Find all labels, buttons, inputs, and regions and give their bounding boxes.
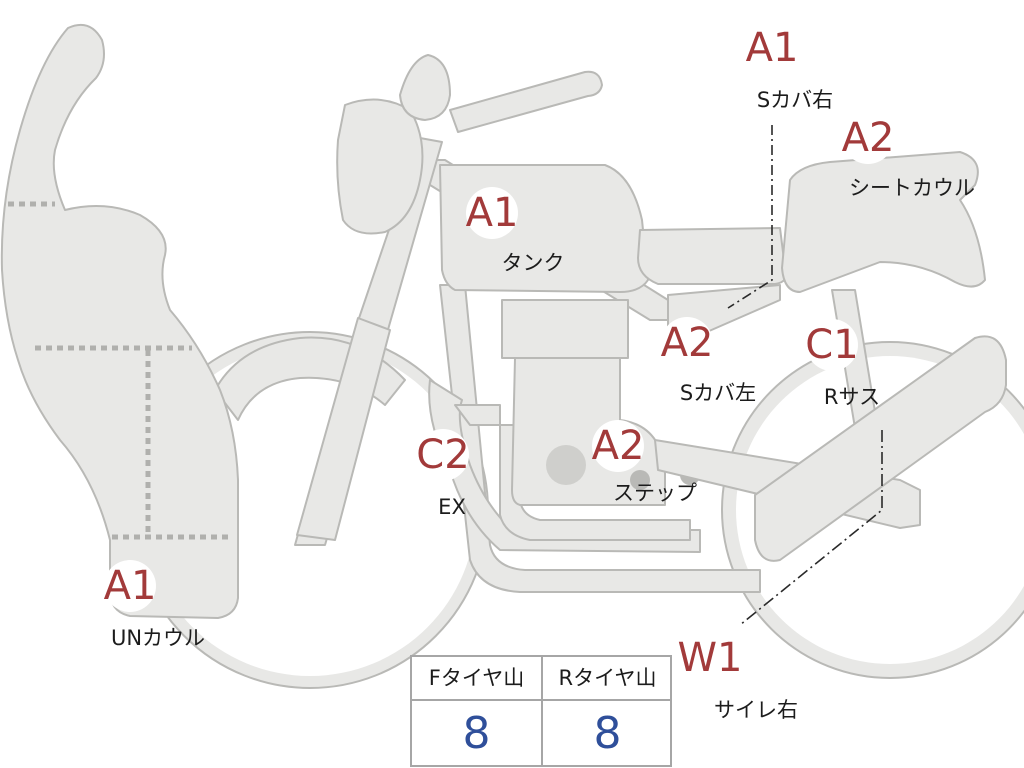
- damage-badges: A1Sカバ右A2シートカウルA1タンクA2Sカバ左C1RサスC2EXA2ステップ…: [104, 22, 975, 722]
- badge-circle: [746, 22, 798, 74]
- tire-tread-table: Fタイヤ山 8 Rタイヤ山 8: [410, 655, 672, 767]
- badge-code: W1: [678, 635, 743, 681]
- mirror: [399, 54, 451, 121]
- badge-code: A2: [592, 423, 645, 469]
- badge-code: A1: [466, 190, 519, 236]
- badge-code: A1: [104, 563, 157, 609]
- badge-label: ステップ: [613, 481, 697, 505]
- front-tire-column: Fタイヤ山 8: [412, 657, 543, 765]
- fairing: [0, 24, 239, 619]
- badge-label: タンク: [502, 251, 565, 275]
- badge-tank: A1 タンク: [466, 187, 565, 275]
- badge-circle: [806, 319, 858, 371]
- badge-circle: [842, 112, 894, 164]
- badge-circle: [104, 560, 156, 612]
- badge-step: A2 ステップ: [592, 420, 697, 505]
- leader-r-sus: [739, 430, 883, 626]
- badge-label: EX: [438, 495, 466, 519]
- silencer: [754, 335, 1007, 562]
- front-tire-value: 8: [462, 708, 491, 759]
- fork-cover: [296, 317, 391, 541]
- engine-head: [501, 299, 629, 359]
- rear-tire-column: Rタイヤ山 8: [543, 657, 672, 765]
- engine-cover-cap: [546, 445, 586, 485]
- badge-code: A1: [746, 25, 799, 71]
- badge-code: A2: [842, 115, 895, 161]
- badge-label: シートカウル: [849, 176, 975, 200]
- handlebar: [449, 70, 603, 133]
- badge-label: サイレ右: [714, 698, 798, 722]
- leader-s-cover-right: [727, 125, 773, 309]
- badge-code: A2: [661, 320, 714, 366]
- frame-lower-rail: [439, 284, 761, 593]
- front-tire-header: Fタイヤ山: [412, 657, 541, 701]
- badge-circle: [592, 420, 644, 472]
- badge-code: C1: [805, 322, 858, 368]
- rear-tire-value: 8: [593, 708, 622, 759]
- badge-code: C2: [416, 432, 469, 478]
- badge-label: UNカウル: [111, 626, 205, 650]
- badge-circle: [417, 429, 469, 481]
- badge-circle: [661, 317, 713, 369]
- rear-tire-header: Rタイヤ山: [543, 657, 672, 701]
- seat-cowl-shape: [781, 151, 986, 293]
- badge-circle: [684, 632, 736, 684]
- badge-seat-cowl: A2 シートカウル: [842, 112, 975, 200]
- badge-label: Rサス: [824, 385, 880, 409]
- badge-label: Sカバ右: [757, 88, 833, 112]
- badge-label: Sカバ左: [680, 381, 756, 405]
- seat: [637, 227, 788, 285]
- badge-circle: [466, 187, 518, 239]
- badge-silencer-right: W1 サイレ右: [678, 632, 798, 722]
- step-peg-left: [630, 470, 650, 490]
